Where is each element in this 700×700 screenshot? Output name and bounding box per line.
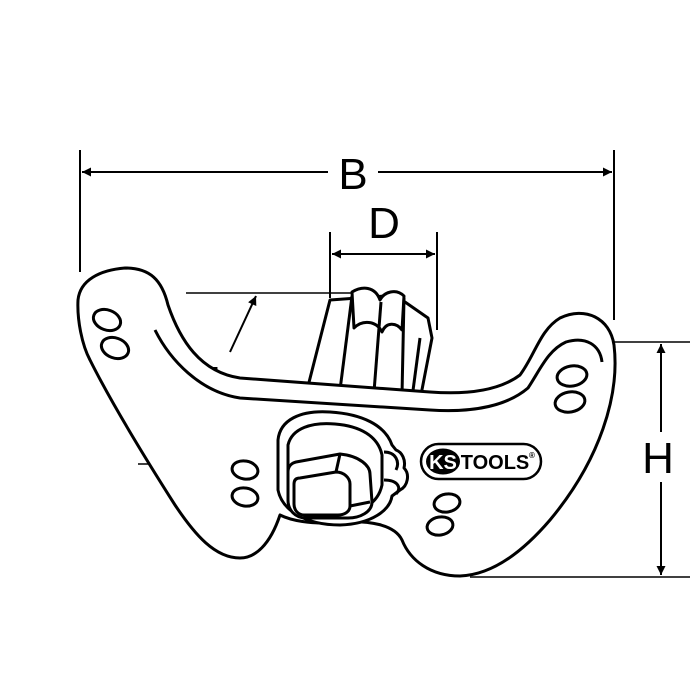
square-drive-hub <box>276 410 409 527</box>
mounting-holes <box>91 307 589 537</box>
dimension-d-label: D <box>368 199 400 248</box>
dimension-b-label: B <box>338 150 367 199</box>
ks-tools-logo: KS TOOLS ® <box>419 442 543 481</box>
logo-registered-mark: ® <box>529 451 535 460</box>
plate-inner-contour <box>153 329 604 413</box>
dimension-h-label: H <box>642 434 674 483</box>
logo-word-text: TOOLS <box>461 452 530 474</box>
dimension-h: H <box>470 341 690 578</box>
logo-brand-text: KS <box>429 452 457 474</box>
dimension-b: B <box>79 150 615 320</box>
dimension-d: D <box>329 199 438 330</box>
logo-oval <box>426 448 460 475</box>
